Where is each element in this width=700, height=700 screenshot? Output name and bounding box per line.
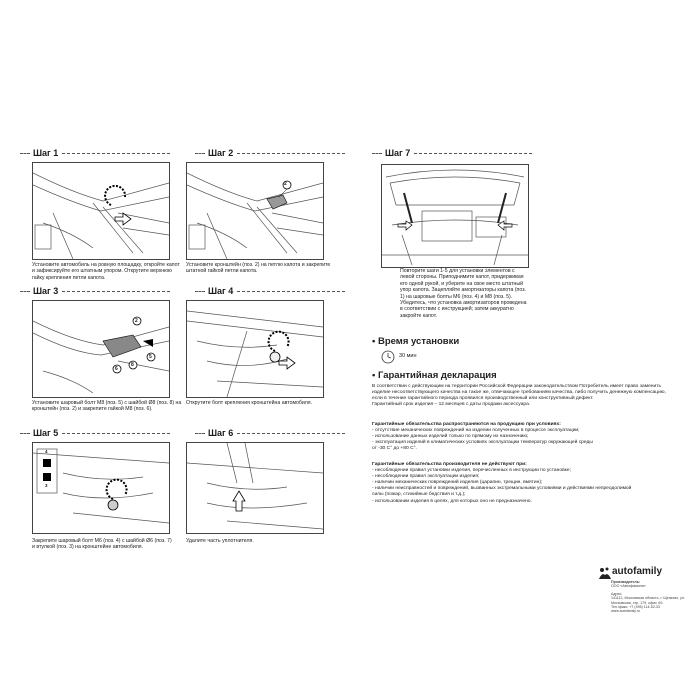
step-title-text: Шаг 1 — [33, 148, 59, 158]
clock-icon — [381, 350, 395, 364]
callout-5: 5 — [149, 354, 152, 360]
autofamily-logo-icon — [599, 567, 611, 579]
list-item: - отсутствие механических повреждений на… — [372, 428, 580, 434]
install-time-value: 30 мин — [399, 353, 417, 359]
step-4-illustration — [186, 300, 324, 398]
step-title-text: Шаг 7 — [385, 148, 411, 158]
step-1-title: Шаг 1 — [20, 148, 170, 158]
callout-2: 2 — [284, 181, 287, 187]
callout-4: 4 — [45, 449, 48, 454]
ball-bolt-install-drawing — [33, 448, 169, 524]
warranty-heading: • Гарантийная декларация — [372, 370, 497, 381]
list-item: - наличии механических повреждений издел… — [372, 480, 543, 486]
warranty-apply-heading: Гарантийные обязательства распространяют… — [372, 422, 561, 427]
step-title-text: Шаг 4 — [208, 286, 234, 296]
title-dash — [195, 152, 205, 154]
title-dash — [372, 152, 382, 154]
callout-6: 6 — [115, 366, 118, 372]
title-dash — [20, 432, 30, 434]
title-dash — [237, 432, 345, 434]
step-7-illustration — [381, 164, 529, 268]
step-6-title: Шаг 6 — [195, 428, 345, 438]
list-item: - наличии неисправностей и повреждений, … — [372, 486, 632, 492]
title-dash — [20, 290, 30, 292]
step-1-caption: Установите автомобиль на ровную площадку… — [32, 262, 180, 281]
contacts-text: Тел./факс: +7 (495) 114-52-33 — [611, 605, 660, 610]
bracket-assembly-drawing — [33, 316, 169, 394]
list-item: от -30 С° до +80 С°. — [372, 446, 417, 452]
install-time-heading: • Время установки — [372, 336, 460, 347]
step-3-title: Шаг 3 — [20, 286, 170, 296]
step-4-title: Шаг 4 — [195, 286, 345, 296]
callout-2: 2 — [135, 318, 138, 324]
step-title-text: Шаг 6 — [208, 428, 234, 438]
list-item: - использовании изделия в целях, для кот… — [372, 498, 532, 504]
title-dash — [20, 152, 30, 154]
step-6-caption: Удалите часть уплотнителя. — [186, 538, 254, 544]
seal-removal-drawing — [187, 443, 323, 530]
title-dash — [195, 432, 205, 434]
bolt-removal-drawing — [187, 310, 323, 397]
step-2-illustration: 2 — [186, 162, 324, 260]
address-label: Адрес: — [611, 591, 623, 596]
step-4-caption: Открутите болт крепления кронштейна авто… — [186, 400, 313, 406]
step-2-title: Шаг 2 — [195, 148, 345, 158]
step-5-caption: Закрепите шаровый болт М6 (поз. 4) с шай… — [32, 538, 172, 551]
title-dash — [414, 152, 532, 154]
list-item: - несоблюдении правил установки изделия,… — [372, 468, 571, 474]
warranty-not-apply: Гарантийные обязательства производителя … — [372, 462, 672, 505]
title-dash — [237, 290, 345, 292]
warranty-intro-text: В соответствии с действующим на территор… — [372, 384, 666, 402]
list-item: - несоблюдении правил эксплуатации издел… — [372, 474, 480, 480]
step-5-title: Шаг 5 — [20, 428, 170, 438]
warranty-not-apply-heading: Гарантийные обязательства производителя … — [372, 462, 527, 467]
title-dash — [62, 152, 170, 154]
warranty-term: Гарантийный срок изделия – 12 месяцев с … — [372, 402, 531, 408]
address-text: 141112, Московская область, г. Щелково, … — [611, 596, 685, 605]
warranty-apply: Гарантийные обязательства распространяют… — [372, 422, 672, 452]
title-dash — [62, 290, 170, 292]
step-3-illustration: 2 5 8 6 — [32, 300, 170, 398]
callout-8: 8 — [131, 362, 134, 368]
step-2-caption: Установите кронштейн (поз. 2) на петлю к… — [186, 262, 331, 275]
step-7-title: Шаг 7 — [372, 148, 532, 158]
manufacturer-name: ООО «Автофамили» — [611, 584, 646, 589]
title-dash — [237, 152, 345, 154]
open-hood-drawing — [382, 169, 528, 266]
title-dash — [195, 290, 205, 292]
list-item: - использование данных изделий только по… — [372, 434, 529, 440]
list-item: силы (пожар, стихийные бедствия и т.д.); — [372, 492, 466, 498]
step-7-caption: Повторите шаги 1-5 для установки элемент… — [400, 268, 527, 319]
manufacturer-label: Производитель: — [611, 580, 641, 584]
engine-bay-drawing — [33, 172, 169, 259]
warranty-intro: В соответствии с действующим на территор… — [372, 384, 672, 408]
site-text: www.autofamily.ru — [611, 609, 640, 614]
list-item: - эксплуатация изделий в климатических у… — [372, 440, 593, 446]
callout-3: 3 — [45, 483, 48, 488]
title-dash — [62, 432, 170, 434]
manufacturer-block: Производитель: ООО «Автофамили» Адрес: 1… — [611, 580, 686, 614]
step-1-illustration — [32, 162, 170, 260]
step-title-text: Шаг 2 — [208, 148, 234, 158]
step-5-illustration: 4 3 — [32, 442, 170, 534]
engine-bay-drawing — [187, 172, 323, 259]
brand-logo: autofamily — [612, 566, 663, 577]
step-title-text: Шаг 3 — [33, 286, 59, 296]
step-3-caption: Установите шаровый болт М8 (поз. 5) с ша… — [32, 400, 182, 413]
step-title-text: Шаг 5 — [33, 428, 59, 438]
step-6-illustration — [186, 442, 324, 534]
